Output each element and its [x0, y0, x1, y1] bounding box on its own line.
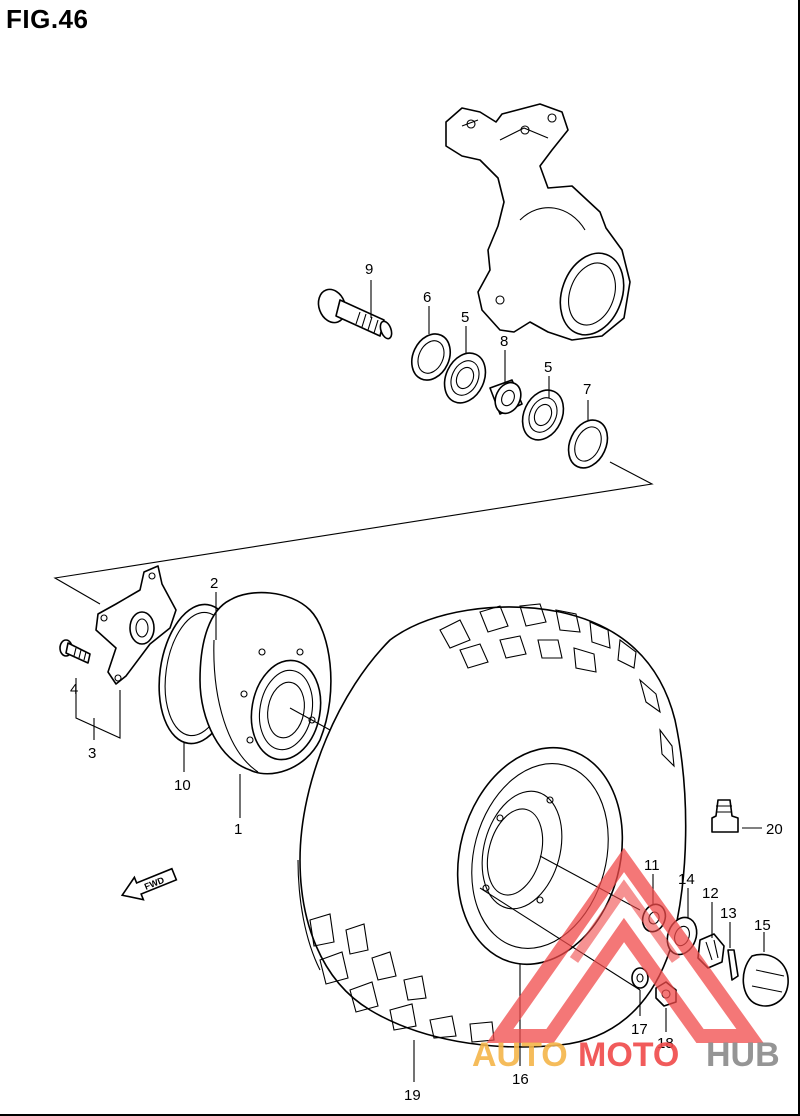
watermark-auto: AUTO: [472, 1036, 568, 1074]
callout-3: 3: [88, 745, 96, 762]
callout-2: 2: [210, 575, 218, 592]
frame-right-border: [798, 0, 800, 1116]
part-5-bearing-upper: [443, 352, 487, 404]
callout-5-lower: 5: [544, 359, 552, 376]
callout-7: 7: [583, 381, 591, 398]
callout-labels: 1 2 3 4 5 5 6 7 8 9 10 11 12 13 14 15 16…: [70, 261, 783, 1104]
callout-8: 8: [500, 333, 508, 350]
callout-20: 20: [766, 821, 783, 838]
part-8-spacer: [489, 379, 523, 415]
callout-5-upper: 5: [461, 309, 469, 326]
part-17-washer: [631, 967, 649, 989]
callout-14: 14: [678, 871, 695, 888]
callout-4: 4: [70, 681, 78, 698]
watermark-moto: MOTO: [578, 1036, 679, 1074]
callout-1: 1: [234, 821, 242, 838]
callout-15: 15: [754, 917, 771, 934]
figure-title: FIG.46: [6, 4, 89, 34]
part-6-seal: [410, 333, 452, 381]
callout-9: 9: [365, 261, 373, 278]
steering-knuckle: [445, 103, 631, 341]
callout-11: 11: [644, 857, 660, 874]
part-1-hub: [199, 591, 332, 775]
part-4-bolt: [59, 639, 91, 664]
part-9-stud: [317, 288, 393, 340]
part-15-cap: [742, 953, 789, 1007]
frame-bottom-border: [0, 1114, 800, 1116]
part-13-cotter-pin: [727, 949, 739, 981]
part-20-valve: [711, 799, 739, 833]
reference-frame: [53, 461, 654, 605]
callout-18: 18: [657, 1035, 674, 1052]
callout-6: 6: [423, 289, 431, 306]
part-7-seal: [567, 419, 609, 469]
callout-10: 10: [174, 777, 191, 794]
callout-19: 19: [404, 1087, 421, 1104]
callout-16: 16: [512, 1071, 529, 1088]
part-3-hub-flange: [95, 565, 177, 685]
callout-12: 12: [702, 885, 719, 902]
callout-17: 17: [631, 1021, 648, 1038]
watermark-logo: AUTO MOTO HUB: [472, 847, 780, 1074]
watermark-hub: HUB: [706, 1036, 780, 1074]
part-12-castle-nut: [697, 933, 725, 969]
fwd-arrow-icon: FWD: [120, 867, 178, 901]
part-5-bearing-lower: [521, 389, 565, 441]
callout-13: 13: [720, 905, 737, 922]
